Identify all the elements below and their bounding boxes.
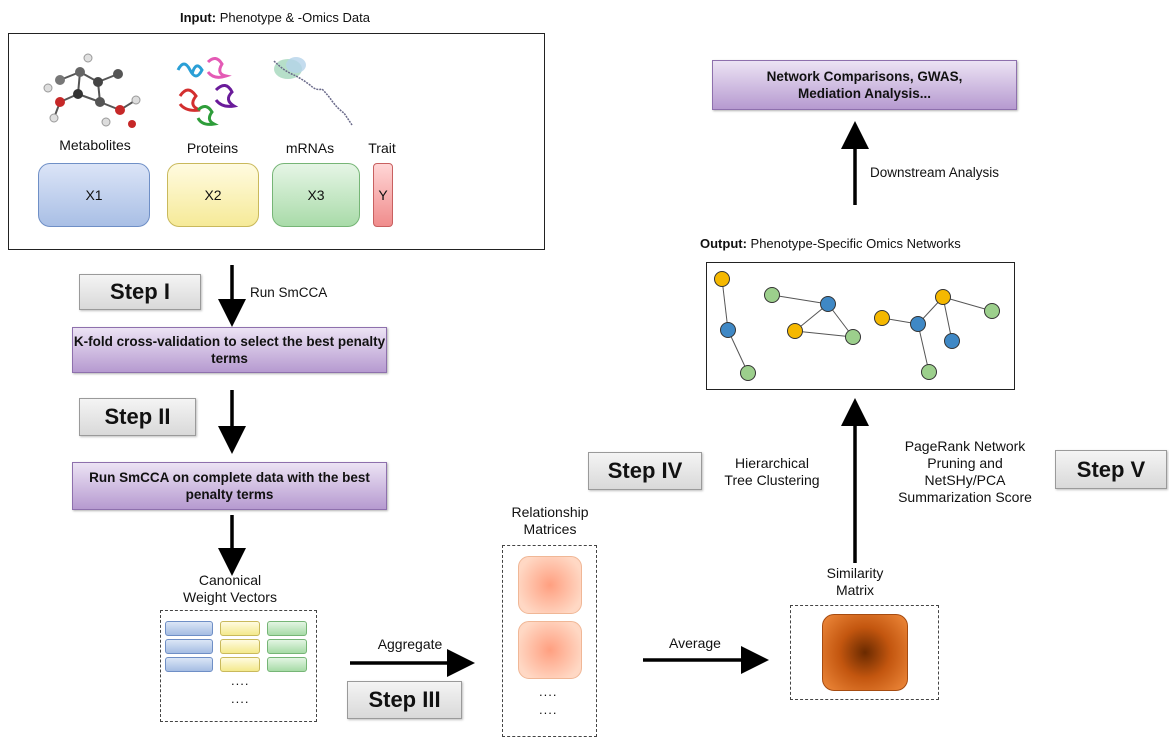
x2-box: X2 (167, 163, 259, 227)
y-box: Y (373, 163, 393, 227)
network-node (764, 287, 780, 303)
network-node (787, 323, 803, 339)
similarity-matrix-label: Similarity Matrix (826, 565, 884, 598)
matrices-dots-2: .... (539, 702, 558, 717)
run-smcca-label: Run SmCCA (250, 285, 328, 300)
x1-box: X1 (38, 163, 150, 227)
output-title-bold: Output: (700, 236, 747, 251)
protein-icon (176, 57, 239, 126)
similarity-matrix-heat (821, 614, 908, 691)
vector-pill-blue (165, 639, 213, 654)
downstream-analysis-label: Downstream Analysis (870, 165, 1000, 180)
input-title-bold: Input: (180, 10, 217, 25)
step-1-badge: Step I (79, 274, 201, 310)
input-title-rest: Phenotype & -Omics Data (216, 10, 370, 25)
relationship-matrices-box: .... .... (502, 545, 597, 737)
step-4-badge: Step IV (588, 452, 702, 490)
hierarchical-clustering-label: Hierarchical Tree Clustering (724, 455, 820, 488)
network-node (845, 329, 861, 345)
network-node (921, 364, 937, 380)
pagerank-label: PageRank Network Pruning and NetSHy/PCA … (898, 438, 1032, 505)
matrices-dots-1: .... (539, 684, 558, 699)
vector-pill-yellow (220, 657, 260, 672)
step-5-badge: Step V (1055, 450, 1167, 489)
x3-box: X3 (272, 163, 360, 227)
network-node (874, 310, 890, 326)
final-analysis-box: Network Comparisons, GWAS, Mediation Ana… (712, 60, 1017, 110)
cross-validation-box: K-fold cross-validation to select the be… (72, 327, 387, 373)
step-3-badge: Step III (347, 681, 462, 719)
network-node (820, 296, 836, 312)
metabolites-label: Metabolites (59, 137, 131, 153)
vector-pill-blue (165, 621, 213, 636)
trait-label: Trait (368, 140, 396, 156)
canonical-vectors-label: Canonical Weight Vectors (183, 572, 277, 605)
vector-pill-green (267, 639, 307, 654)
output-title-rest: Phenotype-Specific Omics Networks (746, 236, 961, 251)
vector-pill-green (267, 657, 307, 672)
network-box (706, 262, 1015, 390)
network-node (935, 289, 951, 305)
proteins-label: Proteins (186, 140, 239, 156)
network-node (720, 322, 736, 338)
relationship-matrix-2 (518, 621, 582, 679)
average-label: Average (669, 635, 721, 651)
step-2-badge: Step II (79, 398, 196, 436)
network-node (714, 271, 730, 287)
input-title: Input: Phenotype & -Omics Data (0, 10, 550, 25)
network-node (910, 316, 926, 332)
network-node (740, 365, 756, 381)
similarity-matrix-box (790, 605, 939, 700)
canonical-vectors-box: .... .... (160, 610, 317, 722)
mrna-strand-icon (273, 57, 353, 126)
mrnas-label: mRNAs (285, 140, 335, 156)
aggregate-label: Aggregate (377, 636, 443, 652)
vector-pill-yellow (220, 639, 260, 654)
vector-pill-green (267, 621, 307, 636)
metabolite-molecule-icon (43, 53, 141, 128)
relationship-matrices-label: Relationship Matrices (511, 504, 589, 537)
output-title: Output: Phenotype-Specific Omics Network… (700, 236, 1030, 251)
omics-network-graph (714, 271, 1000, 381)
vector-pill-yellow (220, 621, 260, 636)
vector-pill-blue (165, 657, 213, 672)
vectors-dots-1: .... (231, 673, 250, 688)
full-data-smcca-box: Run SmCCA on complete data with the best… (72, 462, 387, 510)
vectors-dots-2: .... (231, 691, 250, 706)
relationship-matrix-1 (518, 556, 582, 614)
network-node (984, 303, 1000, 319)
network-node (944, 333, 960, 349)
